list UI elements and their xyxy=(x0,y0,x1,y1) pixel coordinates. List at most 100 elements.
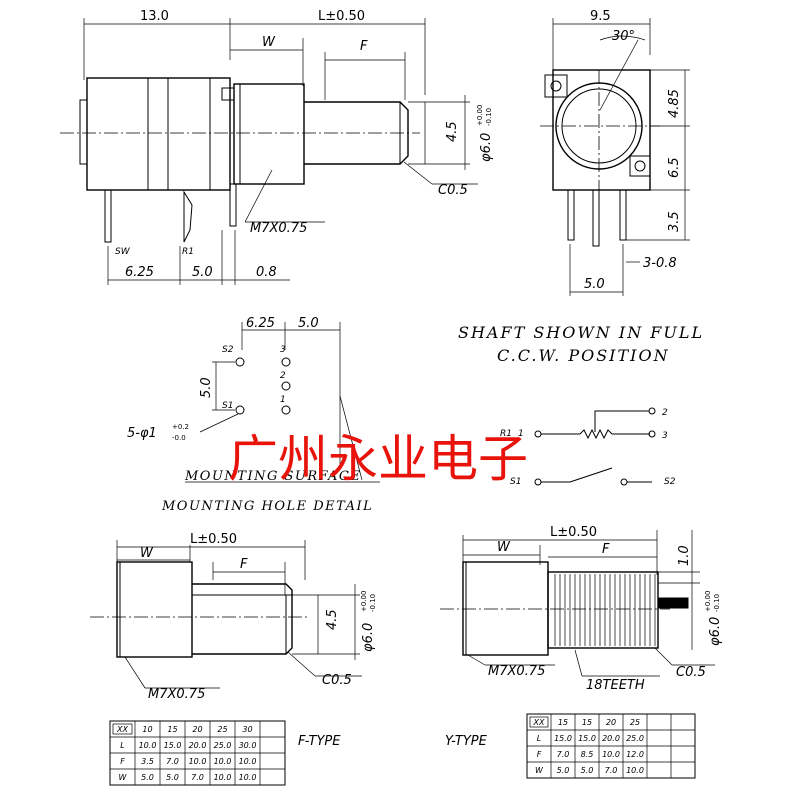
table-cell: 3.5 xyxy=(141,757,154,766)
top-profile-view: 13.0 L±0.50 W F SW R1 6.25 5.0 0 xyxy=(60,9,494,285)
f-thread: M7X0.75 xyxy=(148,687,205,702)
table-cell: 8.5 xyxy=(581,750,594,759)
mh-dim-v5-0: 5.0 xyxy=(199,377,214,398)
table-header-cell: 25 xyxy=(217,725,227,734)
front-view: 9.5 30° 4.85 6.5 3.5 5.0 3-0.8 xyxy=(540,9,690,296)
f-dim-4-5: 4.5 xyxy=(325,609,340,630)
table-cell: 7.0 xyxy=(191,773,204,782)
dim-4-85: 4.85 xyxy=(667,89,682,118)
shaft-note: SHAFT SHOWN IN FULL C.C.W. POSITION xyxy=(458,323,704,365)
sch-n1: 1 xyxy=(518,429,524,439)
dim-0-8: 0.8 xyxy=(256,265,277,280)
dim-13: 13.0 xyxy=(140,9,169,24)
table-header-cell: 20 xyxy=(606,718,616,727)
mh-hole: 5-φ1 xyxy=(127,426,157,441)
f-type-view: L±0.50 W F 4.5 φ6.0 +0.00 -0.10 C0.5 M7X… xyxy=(90,532,377,786)
f-type-label: F-TYPE xyxy=(298,734,341,749)
table-header-cell: 15 xyxy=(582,718,592,727)
dim-3-0-8: 3-0.8 xyxy=(643,256,677,271)
note-line2: C.C.W. POSITION xyxy=(497,346,670,365)
dim-W: W xyxy=(262,35,276,50)
table-cell: 10.0 xyxy=(189,757,207,766)
mh-p3: 3 xyxy=(280,345,286,355)
dim-9-5: 9.5 xyxy=(590,9,611,24)
sch-n2: 2 xyxy=(662,408,668,418)
y-teeth-label: 18TEETH xyxy=(586,678,645,693)
mounting-detail: MOUNTING HOLE DETAIL xyxy=(161,499,373,514)
table-cell: 25.0 xyxy=(626,734,644,743)
table-cell: 15.0 xyxy=(164,741,182,750)
y-type-view: L±0.50 W F 1.0 φ6.0 +0.00 -0.10 C0.5 18T… xyxy=(440,525,723,779)
sch-r1: R1 xyxy=(500,429,512,439)
dim-6-5: 6.5 xyxy=(667,157,682,178)
y-dim-L: L±0.50 xyxy=(550,525,597,540)
angle-30: 30° xyxy=(612,29,635,44)
mh-p2: 2 xyxy=(280,371,286,381)
tol-plus: +0.00 xyxy=(476,105,484,126)
table-cell: W xyxy=(535,766,544,775)
table-cell: F xyxy=(120,757,125,766)
sch-n3: 3 xyxy=(662,431,668,441)
label-r1: R1 xyxy=(182,247,194,257)
table-cell: 10.0 xyxy=(239,773,257,782)
circuit-schematic: R1 1 3 2 S1 S2 xyxy=(500,407,676,487)
y-dim-W: W xyxy=(497,540,511,555)
dim-F: F xyxy=(360,39,368,54)
table-cell: 10.0 xyxy=(239,757,257,766)
table-cell: 7.0 xyxy=(557,750,570,759)
table-cell: 30.0 xyxy=(239,741,257,750)
table-header-cell: 20 xyxy=(192,725,202,734)
table-header-cell: 10 xyxy=(142,725,152,734)
mh-s2: S2 xyxy=(222,345,234,355)
table-cell: 15.0 xyxy=(554,734,572,743)
table-cell: 10.0 xyxy=(626,766,644,775)
table-cell: 10.0 xyxy=(214,757,232,766)
table-cell: 15.0 xyxy=(578,734,596,743)
mounting-hole-detail: 6.25 5.0 5.0 S2 S1 3 2 1 5-φ1 +0.2 -0.0 … xyxy=(127,316,380,514)
table-cell: 7.0 xyxy=(166,757,179,766)
dim-3-5: 3.5 xyxy=(667,211,682,232)
table-cell: W xyxy=(119,773,128,782)
f-chamfer: C0.5 xyxy=(322,673,352,688)
f-dim-L: L±0.50 xyxy=(190,532,237,547)
table-cell: 10.0 xyxy=(214,773,232,782)
dim-L: L±0.50 xyxy=(318,9,365,24)
f-tol-minus: -0.10 xyxy=(369,594,377,612)
mounting-surface: MOUNTING SURFACE xyxy=(184,469,361,484)
y-dim-F: F xyxy=(602,542,610,557)
sch-s1: S1 xyxy=(510,477,521,487)
table-cell: 5.0 xyxy=(557,766,570,775)
table-cell: 7.0 xyxy=(605,766,618,775)
table-header-cell: 25 xyxy=(630,718,640,727)
table-cell: 25.0 xyxy=(214,741,232,750)
mh-p1: 1 xyxy=(280,395,286,405)
table-cell: L xyxy=(537,734,541,743)
y-tol-minus: -0.10 xyxy=(713,594,721,612)
table-header-cell: 15 xyxy=(558,718,568,727)
sch-s2: S2 xyxy=(664,477,676,487)
y-thread: M7X0.75 xyxy=(488,664,545,679)
table-header-cell: 30 xyxy=(242,725,252,734)
table-cell: L xyxy=(120,741,124,750)
thread-m7: M7X0.75 xyxy=(250,221,307,236)
mh-dim-5-0: 5.0 xyxy=(298,316,319,331)
table-cell: 10.0 xyxy=(602,750,620,759)
table-header-cell: XX xyxy=(533,718,545,727)
dim-5-0: 5.0 xyxy=(192,265,213,280)
mh-dim-6-25: 6.25 xyxy=(246,316,275,331)
dim-4-5: 4.5 xyxy=(445,121,460,142)
note-line1: SHAFT SHOWN IN FULL xyxy=(458,323,704,342)
mh-hole-minus: -0.0 xyxy=(172,434,186,442)
y-type-label: Y-TYPE xyxy=(445,734,488,749)
table-cell: 10.0 xyxy=(139,741,157,750)
table-cell: 5.0 xyxy=(141,773,154,782)
dim-6-25: 6.25 xyxy=(125,265,154,280)
table-cell: 20.0 xyxy=(189,741,207,750)
f-dim-W: W xyxy=(140,546,154,561)
table-cell: 5.0 xyxy=(166,773,179,782)
tol-minus: -0.10 xyxy=(485,108,493,126)
mh-s1: S1 xyxy=(222,401,233,411)
label-sw: SW xyxy=(115,247,131,257)
